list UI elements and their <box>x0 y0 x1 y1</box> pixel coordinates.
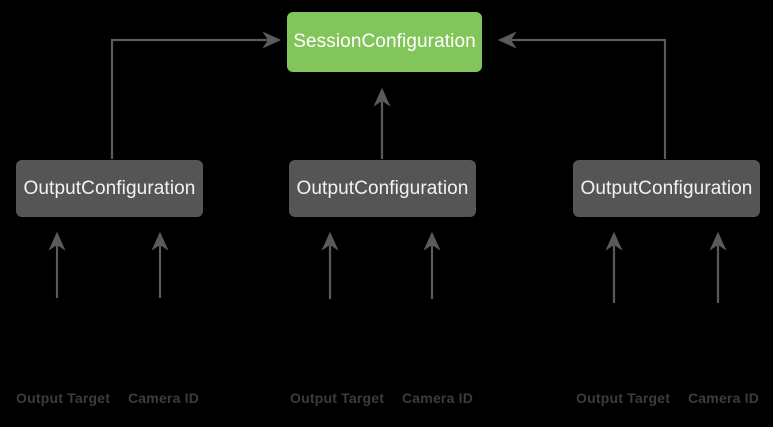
node-output-configuration-middle[interactable]: OutputConfiguration <box>289 160 476 217</box>
node-output-configuration-right-label: OutputConfiguration <box>580 177 753 199</box>
node-output-configuration-left[interactable]: OutputConfiguration <box>16 160 203 217</box>
leaf-label-middle-camera-id: Camera ID <box>402 390 474 406</box>
node-output-configuration-right[interactable]: OutputConfiguration <box>573 160 760 217</box>
node-output-configuration-left-label: OutputConfiguration <box>23 177 196 199</box>
connector-left-output-to-session <box>110 31 282 159</box>
leaf-label-right-output-target: Output Target <box>576 390 671 406</box>
node-session-configuration[interactable]: SessionConfiguration <box>287 12 482 72</box>
leaf-label-left-camera-id: Camera ID <box>128 390 200 406</box>
node-session-configuration-label: SessionConfiguration <box>293 31 476 52</box>
node-output-configuration-middle-label: OutputConfiguration <box>296 177 469 199</box>
connector-right-output-to-session <box>497 31 667 159</box>
leaf-label-right-camera-id: Camera ID <box>688 390 760 406</box>
leaf-label-middle-output-target: Output Target <box>290 390 385 406</box>
leaf-label-left-output-target: Output Target <box>16 390 111 406</box>
